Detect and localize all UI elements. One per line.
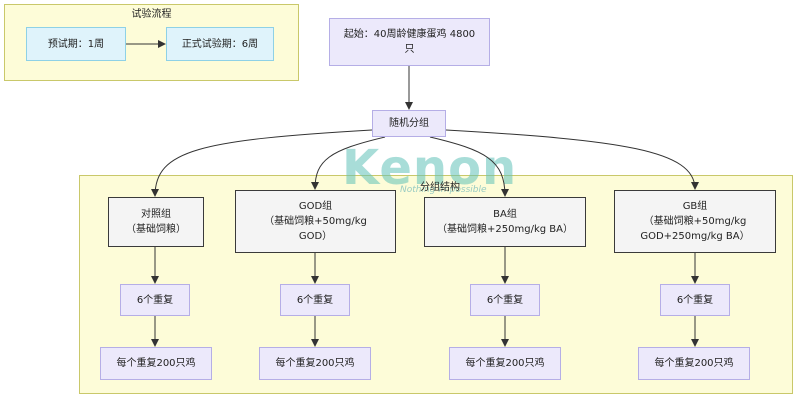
replicates-node-control: 6个重复 <box>120 284 190 316</box>
count-node-control: 每个重复200只鸡 <box>100 347 212 380</box>
replicates-node-god: 6个重复 <box>280 284 350 316</box>
randomize-node: 随机分组 <box>372 110 446 137</box>
count-node-god: 每个重复200只鸡 <box>259 347 371 380</box>
kenon-tagline-watermark: Nothing Impossible <box>400 185 487 195</box>
edge-random-to-gb <box>445 129 699 190</box>
trial-process-title: 试验流程 <box>131 9 172 20</box>
replicates-node-ba: 6个重复 <box>470 284 540 316</box>
pre-trial-node: 预试期：1周 <box>26 27 126 61</box>
replicates-node-gb: 6个重复 <box>660 284 730 316</box>
edge-random-to-control <box>151 129 373 197</box>
start-node: 起始：40周龄健康蛋鸡 4800 只 <box>329 18 490 66</box>
group-node-ba: BA组 （基础饲粮+250mg/kg BA） <box>424 197 586 247</box>
group-node-control: 对照组 （基础饲粮） <box>108 197 204 247</box>
kenon-logo-watermark: Kenon <box>342 140 518 196</box>
edge-random-to-ba <box>429 136 509 197</box>
group-node-god: GOD组 （基础饲粮+50mg/kg GOD） <box>235 190 396 253</box>
formal-trial-node: 正式试验期：6周 <box>166 27 274 61</box>
count-node-gb: 每个重复200只鸡 <box>638 347 750 380</box>
count-node-ba: 每个重复200只鸡 <box>449 347 561 380</box>
edge-random-to-god <box>311 136 386 190</box>
group-structure-title: 分组结构 <box>420 182 460 193</box>
group-node-gb: GB组 （基础饲粮+50mg/kg GOD+250mg/kg BA） <box>614 190 776 253</box>
